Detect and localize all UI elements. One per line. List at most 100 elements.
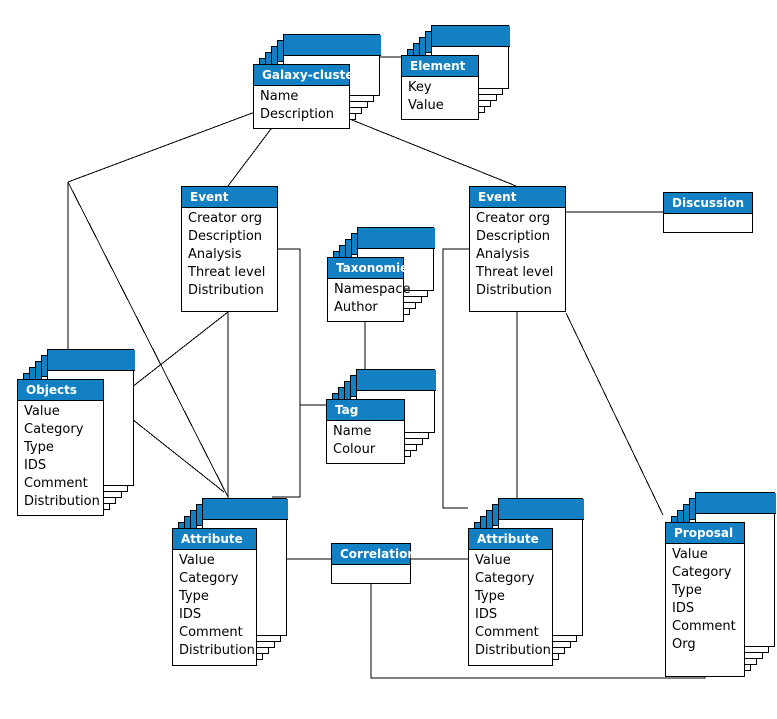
class-attribute: Type [179,589,209,604]
class-attribute: IDS [24,458,47,473]
class-attribute: Creator org [188,211,262,226]
stack-sheet-header [696,493,776,514]
class-title-taxonomies: Taxonomies [328,258,415,279]
stack-sheet-header [358,228,435,249]
connector-tag-attributeright [442,405,468,509]
class-attribute: Description [476,229,551,244]
class-attribute: Distribution [476,283,552,298]
class-attribute: Value [408,98,444,113]
class-attributes-correlation [332,565,410,583]
class-attribute: Category [672,565,732,580]
class-attribute: Description [260,107,335,122]
class-attribute: Comment [24,476,88,491]
class-attribute: IDS [179,607,202,622]
class-attribute: Type [475,589,505,604]
class-attribute: Distribution [24,494,100,509]
class-attribute: Namespace [334,282,411,297]
class-attribute: Org [672,637,696,652]
class-attributes-discussion [664,214,752,232]
class-attribute: Threat level [188,265,266,280]
class-title-attribute-left: Attribute [173,529,256,550]
class-attribute: Analysis [188,247,242,262]
stack-sheet-header [284,35,381,56]
class-attribute: Type [672,583,702,598]
class-attribute: Distribution [179,643,255,658]
class-title-galaxy-cluster: Galaxy-cluster [254,65,359,86]
class-attribute: Value [179,553,215,568]
connector-tag-eventright-route [442,248,469,405]
class-attribute: Key [408,80,432,95]
class-title-event-right: Event [470,187,565,208]
class-attribute: Comment [475,625,539,640]
connector-eventright-proposal [565,312,664,516]
class-attribute: Value [24,404,60,419]
class-title-correlation: Correlation [332,544,416,565]
class-attribute: Type [24,440,54,455]
class-attribute: Category [475,571,535,586]
class-attribute: Analysis [476,247,530,262]
class-title-attribute-right: Attribute [469,529,552,550]
class-title-objects: Objects [18,380,103,401]
class-attribute: Threat level [476,265,554,280]
class-attribute: Name [260,89,299,104]
class-attribute: Value [475,553,511,568]
class-card-correlation[interactable]: Correlation [331,543,416,584]
class-attribute: Comment [672,619,736,634]
class-attribute: IDS [672,601,695,616]
stack-sheet-header [203,499,288,520]
class-attribute: Comment [179,625,243,640]
class-title-element: Element [402,56,478,77]
class-attribute: IDS [475,607,498,622]
class-attribute: Distribution [475,643,551,658]
class-attribute: Description [188,229,263,244]
class-attribute: Category [24,422,84,437]
class-attribute: Value [672,547,708,562]
class-title-discussion: Discussion [664,193,752,214]
class-title-tag: Tag [327,400,404,421]
stack-sheet-header [432,26,510,47]
class-node-correlation[interactable]: Correlation [331,543,416,584]
class-attribute: Category [179,571,239,586]
stack-sheet-header [48,350,135,371]
class-title-proposal: Proposal [666,523,744,544]
class-attribute: Name [333,424,372,439]
stack-sheet-header [499,499,584,520]
class-card-discussion[interactable]: Discussion [663,192,753,233]
class-title-event-left: Event [182,187,277,208]
class-attribute: Distribution [188,283,264,298]
class-node-discussion[interactable]: Discussion [663,192,753,233]
class-attribute: Creator org [476,211,550,226]
stack-sheet-header [357,370,436,391]
